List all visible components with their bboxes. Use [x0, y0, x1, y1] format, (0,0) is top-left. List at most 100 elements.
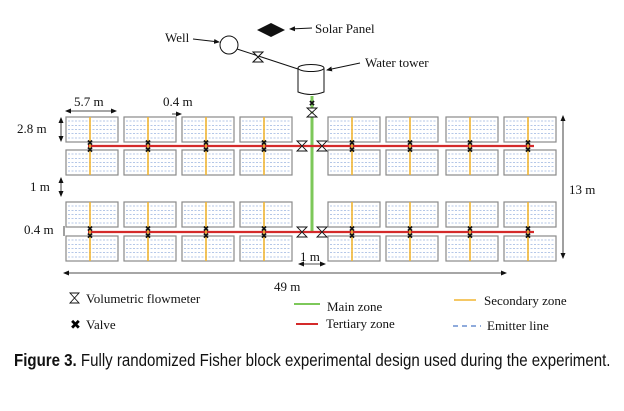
block-outline	[239, 201, 293, 228]
solar-panel-label: Solar Panel	[315, 21, 375, 36]
crop-block	[445, 201, 499, 228]
valve-icon: ✖	[467, 146, 474, 155]
water-tower-icon	[297, 68, 325, 95]
flowmeter-icon	[295, 140, 309, 152]
block-outline	[385, 201, 439, 228]
block-outline	[327, 201, 381, 228]
crop-block	[123, 235, 177, 262]
valve-icon: ✖	[261, 146, 268, 155]
valve-icon: ✖	[87, 232, 94, 241]
crop-block	[327, 149, 381, 176]
valve-icon: ✖	[145, 139, 152, 148]
block-outline	[239, 116, 293, 143]
block-outline	[503, 116, 557, 143]
solar-panel-icon	[257, 23, 285, 37]
valve-icon: ✖	[145, 232, 152, 241]
dim-center-gap: 1 m	[300, 249, 320, 264]
block-outline	[181, 235, 235, 262]
crop-block	[503, 235, 557, 262]
flowmeter-icon	[305, 107, 319, 118]
caption-label: Figure 3.	[14, 350, 77, 370]
crop-block	[327, 235, 381, 262]
crop-block	[445, 116, 499, 143]
crop-block	[65, 116, 119, 143]
valve-icon: ✖	[261, 139, 268, 148]
valve-icon: ✖	[145, 146, 152, 155]
block-outline	[445, 149, 499, 176]
block-outline	[65, 235, 119, 262]
flowmeter-icon	[315, 226, 329, 238]
block-outline	[385, 235, 439, 262]
legend-tertiary-zone-label: Tertiary zone	[326, 316, 395, 331]
block-outline	[65, 201, 119, 228]
crop-block	[181, 235, 235, 262]
block-outline	[123, 201, 177, 228]
solar-panel-arrow	[289, 26, 313, 32]
block-outline	[123, 116, 177, 143]
figure-caption: Figure 3. Fully randomized Fisher block …	[14, 349, 616, 371]
crop-block	[239, 235, 293, 262]
crop-block	[123, 201, 177, 228]
block-outline	[503, 235, 557, 262]
block-outline	[239, 149, 293, 176]
block-outline	[123, 235, 177, 262]
valve-icon: ✖	[349, 225, 356, 234]
dim-total-width: 49 m	[274, 279, 300, 294]
valve-icon: ✖	[407, 225, 414, 234]
dimensions: 5.7 m 0.4 m 2.8 m 1 m 0.4 m 1 m 49 m 13 …	[17, 94, 595, 294]
valve-icon: ✖	[525, 225, 532, 234]
block-outline	[327, 149, 381, 176]
water-tower-arrow	[326, 62, 361, 72]
crop-block	[181, 116, 235, 143]
legend-flowmeter-label: Volumetric flowmeter	[86, 291, 201, 306]
block-outline	[503, 149, 557, 176]
legend: Volumetric flowmeter ✖ Valve Main zone T…	[68, 291, 567, 333]
fittings: ✖✖✖✖✖✖✖✖✖✖✖✖✖✖✖✖✖✖✖✖✖✖✖✖✖✖✖✖✖✖✖✖✖	[87, 99, 532, 241]
crop-blocks	[65, 116, 557, 262]
crop-block	[181, 201, 235, 228]
well-arrow	[192, 38, 220, 44]
flowmeter-icon	[295, 226, 309, 238]
valve-icon: ✖	[87, 225, 94, 234]
crop-block	[503, 201, 557, 228]
crop-block	[65, 149, 119, 176]
legend-secondary-zone-label: Secondary zone	[484, 293, 567, 308]
crop-block	[123, 116, 177, 143]
valve-icon: ✖	[145, 225, 152, 234]
caption-text: Fully randomized Fisher block experiment…	[76, 350, 611, 370]
valve-icon: ✖	[261, 232, 268, 241]
block-outline	[65, 116, 119, 143]
block-outline	[123, 149, 177, 176]
crop-block	[385, 149, 439, 176]
valve-icon: ✖	[525, 232, 532, 241]
crop-block	[445, 149, 499, 176]
crop-block	[385, 201, 439, 228]
valve-icon: ✖	[261, 225, 268, 234]
dim-row-gap: 1 m	[30, 179, 50, 194]
flowmeter-icon	[315, 140, 329, 152]
supply-pipe	[236, 48, 299, 70]
legend-valve-icon: ✖	[70, 318, 81, 333]
valve-icon: ✖	[467, 139, 474, 148]
block-outline	[385, 116, 439, 143]
valve-icon: ✖	[349, 139, 356, 148]
block-outline	[181, 201, 235, 228]
block-outline	[445, 235, 499, 262]
water-tower-label: Water tower	[365, 55, 429, 70]
valve-icon: ✖	[203, 225, 210, 234]
crop-block	[123, 149, 177, 176]
legend-emitter-line-label: Emitter line	[487, 318, 549, 333]
valve-icon: ✖	[203, 139, 210, 148]
valve-icon: ✖	[407, 232, 414, 241]
block-outline	[445, 116, 499, 143]
valve-icon: ✖	[467, 225, 474, 234]
crop-block	[445, 235, 499, 262]
block-outline	[503, 201, 557, 228]
dim-total-height: 13 m	[569, 182, 595, 197]
legend-valve-label: Valve	[86, 317, 116, 332]
crop-block	[239, 149, 293, 176]
dim-block-height: 2.8 m	[17, 121, 47, 136]
well-label: Well	[165, 30, 190, 45]
dim-block-gap: 0.4 m	[163, 94, 193, 109]
crop-block	[327, 116, 381, 143]
